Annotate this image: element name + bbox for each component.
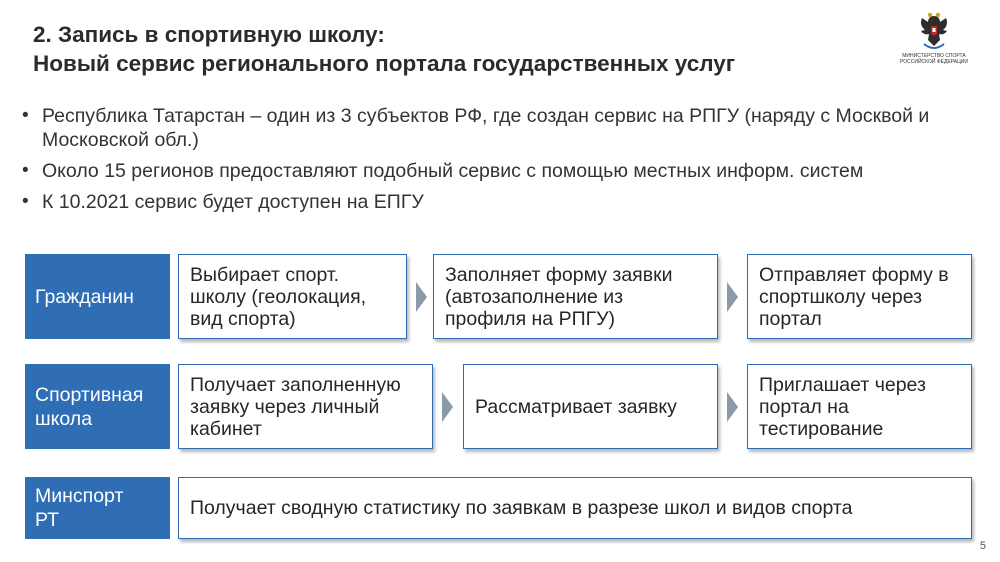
step-box-citizen-1: Выбирает спорт. школу (геолокация, вид с… <box>178 254 407 339</box>
bullet-item: • К 10.2021 сервис будет доступен на ЕПГУ <box>20 190 980 214</box>
row-label-text: Спортивная школа <box>35 383 144 430</box>
step-box-citizen-2: Заполняет форму заявки (автозаполнение и… <box>433 254 718 339</box>
logo-caption: Министерство спорта Российской Федерации <box>900 53 968 65</box>
row-label-citizen: Гражданин <box>25 254 170 339</box>
bullet-text: Около 15 регионов предоставляют подобный… <box>42 160 864 182</box>
bullet-dot: • <box>22 105 29 126</box>
slide-title-line-2: Новый сервис регионального портала госуд… <box>33 51 736 76</box>
step-text: Получает заполненную заявку через личный… <box>190 373 401 440</box>
bullet-item: • Республика Татарстан – один из 3 субъек… <box>20 104 980 152</box>
slide-title: 2. Запись в спортивную школу: Новый серв… <box>33 20 893 78</box>
flow-arrow-icon <box>727 282 738 312</box>
bullet-list: • Республика Татарстан – один из 3 субъек… <box>20 104 980 221</box>
flow-arrow-icon <box>416 282 427 312</box>
bullet-item: • Около 15 регионов предоставляют подобны… <box>20 159 980 183</box>
bullet-text: Республика Татарстан – один из 3 субъект… <box>42 105 930 151</box>
step-box-minsport-1: Получает сводную статистику по заявкам в… <box>178 477 972 539</box>
step-text: Выбирает спорт. школу (геолокация, вид с… <box>190 263 367 330</box>
step-box-school-1: Получает заполненную заявку через личный… <box>178 364 433 449</box>
step-box-citizen-3: Отправляет форму в спортшколу через порт… <box>747 254 972 339</box>
step-text: Приглашает через портал на тестирование <box>759 373 926 440</box>
row-label-text: Минспорт РТ <box>35 485 124 531</box>
step-box-school-3: Приглашает через портал на тестирование <box>747 364 972 449</box>
bullet-text: К 10.2021 сервис будет доступен на ЕПГУ <box>42 191 424 213</box>
bullet-dot: • <box>22 191 29 212</box>
step-box-school-2: Рассматривает заявку <box>463 364 718 449</box>
page-number: 5 <box>979 540 986 552</box>
bullet-dot: • <box>22 160 29 181</box>
row-label-sports-school: Спортивная школа <box>25 364 170 449</box>
ministry-logo: Министерство спорта Российской Федерации <box>893 10 975 76</box>
step-text: Заполняет форму заявки (автозаполнение и… <box>445 263 673 330</box>
slide-title-line-1: 2. Запись в спортивную школу: <box>33 22 385 47</box>
flow-arrow-icon <box>442 392 453 422</box>
step-text: Получает сводную статистику по заявкам в… <box>190 497 853 519</box>
row-label-minsport: Минспорт РТ <box>25 477 170 539</box>
step-text: Отправляет форму в спортшколу через порт… <box>759 263 949 330</box>
row-label-text: Гражданин <box>35 285 134 308</box>
double-headed-eagle-emblem <box>921 12 947 49</box>
flow-arrow-icon <box>727 392 738 422</box>
step-text: Рассматривает заявку <box>475 395 677 418</box>
